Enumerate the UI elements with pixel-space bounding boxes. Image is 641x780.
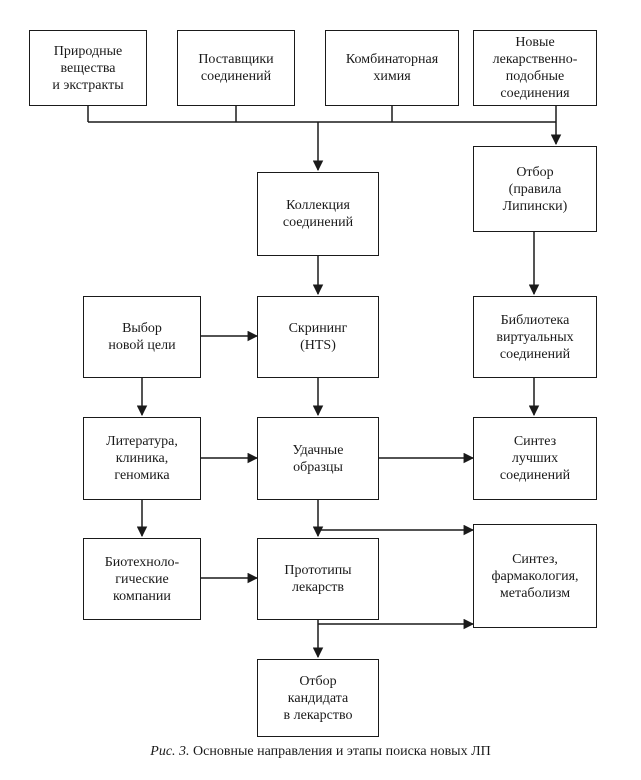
figure-number: Рис. 3. — [150, 744, 190, 759]
box-new-target-selection: Выбор новой цели — [83, 296, 201, 378]
box-synthesis-pharmacology-metabolism-label: Синтез, фармакология, метаболизм — [491, 551, 579, 601]
box-literature-clinic-genomics-label: Литература, клиника, геномика — [106, 434, 178, 483]
box-synthesis-best-compounds: Синтез лучших соединений — [473, 417, 597, 500]
figure-caption: Рис. 3. Основные направления и этапы пои… — [0, 744, 641, 760]
box-lipinski-selection-label: Отбор (правила Липински) — [502, 164, 568, 214]
box-synthesis-pharmacology-metabolism: Синтез, фармакология, метаболизм — [473, 524, 597, 628]
box-natural-substances-label: Природные вещества и экстракты — [52, 43, 124, 93]
box-synthesis-best-compounds-label: Синтез лучших соединений — [499, 434, 571, 483]
box-new-drug-like-compounds: Новые лекарственно- подобные соединения — [473, 30, 597, 106]
box-drug-candidate-selection-label: Отбор кандидата в лекарство — [283, 673, 353, 723]
box-drug-prototypes: Прототипы лекарств — [257, 538, 379, 620]
box-drug-prototypes-label: Прототипы лекарств — [284, 563, 352, 595]
box-literature-clinic-genomics: Литература, клиника, геномика — [83, 417, 201, 500]
box-compound-suppliers-label: Поставщики соединений — [198, 52, 274, 84]
box-lipinski-selection: Отбор (правила Липински) — [473, 146, 597, 232]
box-combinatorial-chemistry-label: Комбинаторная химия — [345, 52, 439, 84]
box-screening-hts-label: Скрининг (HTS) — [288, 321, 348, 353]
box-successful-hits: Удачные образцы — [257, 417, 379, 500]
box-virtual-compound-library-label: Библиотека виртуальных соединений — [496, 312, 574, 362]
box-compound-suppliers: Поставщики соединений — [177, 30, 295, 106]
box-new-drug-like-compounds-label: Новые лекарственно- подобные соединения — [492, 35, 578, 101]
box-compound-collection: Коллекция соединений — [257, 172, 379, 256]
box-screening-hts: Скрининг (HTS) — [257, 296, 379, 378]
box-natural-substances: Природные вещества и экстракты — [29, 30, 147, 106]
box-combinatorial-chemistry: Комбинаторная химия — [325, 30, 459, 106]
box-successful-hits-label: Удачные образцы — [292, 442, 344, 475]
box-compound-collection-label: Коллекция соединений — [282, 198, 354, 230]
box-virtual-compound-library: Библиотека виртуальных соединений — [473, 296, 597, 378]
box-biotech-companies: Биотехноло- гические компании — [83, 538, 201, 620]
box-biotech-companies-label: Биотехноло- гические компании — [104, 554, 180, 604]
box-new-target-selection-label: Выбор новой цели — [108, 321, 176, 353]
figure-caption-text: Основные направления и этапы поиска новы… — [193, 744, 491, 759]
box-drug-candidate-selection: Отбор кандидата в лекарство — [257, 659, 379, 737]
